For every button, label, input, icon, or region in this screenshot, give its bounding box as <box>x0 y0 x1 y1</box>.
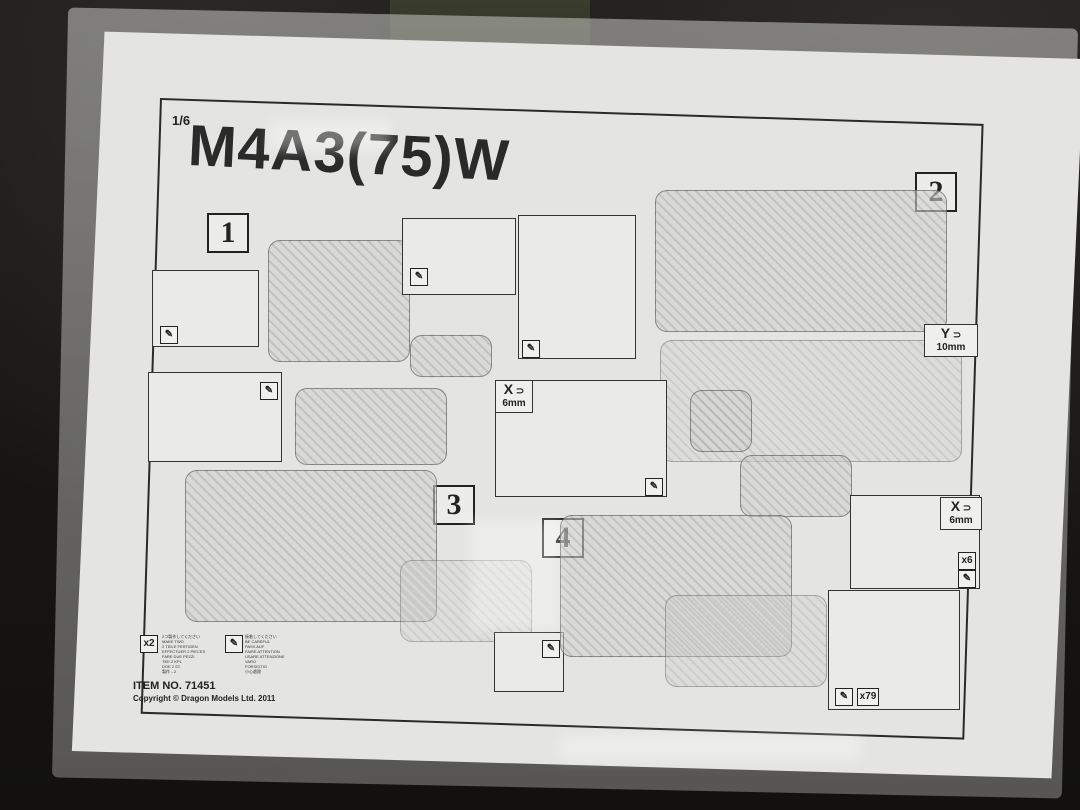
hull-assembly-drawing <box>185 470 437 622</box>
y-part-size: 10mm <box>936 342 966 353</box>
glue-icon: ✎ <box>160 326 178 344</box>
hull-top-drawing <box>655 190 947 332</box>
scale-label: 1/6 <box>172 113 191 128</box>
legend-line: 製作→2 <box>162 669 177 674</box>
x-part-callout-left: X ⊃ 6mm <box>495 380 533 413</box>
x-part-letter: X <box>503 381 514 397</box>
bogie-drawing <box>690 390 752 452</box>
tank-complete-drawing <box>560 515 792 657</box>
y-part-letter: Y <box>940 325 951 341</box>
engine-deck-panel <box>518 215 636 359</box>
legend-line: USARE ATTENZIONE <box>245 654 285 659</box>
legend-line: VARO <box>245 659 257 664</box>
plastic-glare <box>470 520 560 630</box>
cement-text: 接着してください BE CAREFUL PASS AUF FAIRE ATTEN… <box>245 634 305 674</box>
glue-icon: ✎ <box>835 688 853 706</box>
legend-line: 2 TEILE FERTIGEN <box>162 644 198 649</box>
legend-line: MAKE TWO <box>162 639 184 644</box>
make-two-text: 2つ製作してください MAKE TWO 2 TEILE FERTIGEN EFF… <box>162 634 222 674</box>
glue-icon: ✎ <box>645 478 663 496</box>
y-part-callout: Y ⊃ 10mm <box>924 324 978 357</box>
copyright-text: Copyright © Dragon Models Ltd. 2011 <box>133 694 276 703</box>
legend-line: 接着してください <box>245 634 277 639</box>
item-number: ITEM NO. 71451 <box>133 680 216 692</box>
turret-detail-panel <box>148 372 282 462</box>
glue-icon: ✎ <box>542 640 560 658</box>
legend-line: FORSIGTIG <box>245 664 267 669</box>
x-part-size: 6mm <box>502 398 526 409</box>
legend-line: 2つ製作してください <box>162 634 200 639</box>
cement-icon: ✎ <box>225 635 243 653</box>
bogie-pair-drawing <box>740 455 852 517</box>
glue-icon: ✎ <box>522 340 540 358</box>
turret-assembled-drawing <box>295 388 447 465</box>
glue-icon: ✎ <box>410 268 428 286</box>
legend-line: DOE 2 ST. <box>162 664 181 669</box>
glue-icon: ✎ <box>958 570 976 588</box>
legend-line: PASS AUF <box>245 644 265 649</box>
legend-line: FAIRE ATTENTION <box>245 649 280 654</box>
quantity-badge-x6: x6 <box>958 552 976 570</box>
x-part-size: 6mm <box>949 515 973 526</box>
step-3-marker: 3 <box>433 485 475 525</box>
parts-exploded-drawing <box>400 560 532 642</box>
legend-line: TEE 2 KPL <box>162 659 182 664</box>
turret-drawing <box>268 240 410 362</box>
plastic-glare <box>560 735 860 760</box>
x-part-letter: X <box>950 498 961 514</box>
legend-line: 小心處理 <box>245 669 261 674</box>
track-drawing <box>665 595 827 687</box>
glue-icon: ✎ <box>260 382 278 400</box>
quantity-badge-x79: x79 <box>857 688 879 706</box>
legend-line: FARE DUE PEZZI <box>162 654 195 659</box>
legend-line: EFFECTUER 2 PIECES <box>162 649 206 654</box>
plastic-glare <box>270 120 390 150</box>
gun-mantlet-drawing <box>410 335 492 377</box>
legend-line: BE CAREFUL <box>245 639 271 644</box>
step-1-marker: 1 <box>207 213 249 253</box>
x-part-callout-right: X ⊃ 6mm <box>940 497 982 530</box>
make-two-icon: x2 <box>140 635 158 653</box>
